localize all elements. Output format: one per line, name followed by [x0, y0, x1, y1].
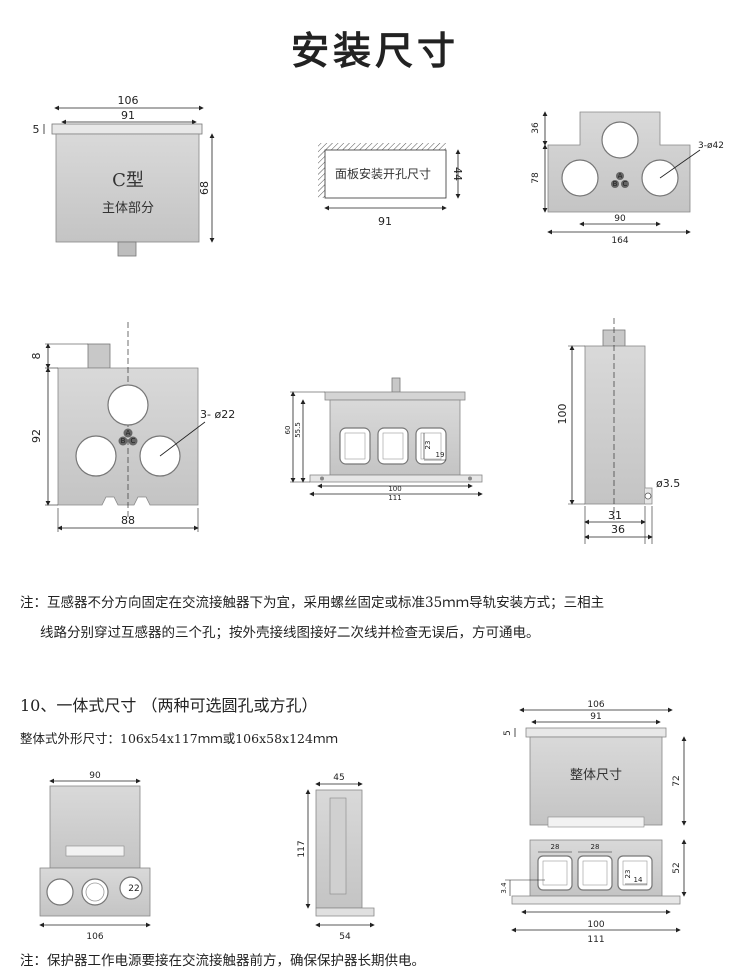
figure-integrated-side: 45 117 54	[297, 773, 375, 942]
dim-90: 90	[89, 771, 101, 781]
installation-note-line-1: 注：互感器不分方向固定在交流接触器下为宜，采用螺丝固定或标准35ｍｍ导轨安装方式…	[20, 595, 605, 611]
dim-90: 90	[614, 214, 626, 224]
dim-91: 91	[590, 712, 601, 722]
dim-100: 100	[556, 404, 569, 425]
dim-28-a: 28	[551, 843, 560, 851]
dim-100: 100	[388, 485, 401, 493]
dim-60: 60	[284, 426, 292, 435]
dim-8: 8	[30, 353, 43, 360]
section-10-subtitle: 整体式外形尺寸：106x54x117ｍｍ或106x58x124ｍｍ	[20, 731, 338, 746]
dim-45: 45	[333, 773, 344, 783]
dim-91: 91	[121, 109, 135, 122]
figure-main-body: 106 91 C型 主体部分 5 68	[33, 94, 215, 257]
phase-b: B	[121, 437, 126, 445]
figure-side-view: ø3.5 100 31 36	[556, 318, 680, 544]
dim-44: 44	[451, 167, 464, 181]
section-10-title: 10、一体式尺寸 （两种可选圆孔或方孔）	[20, 696, 318, 715]
power-supply-note: 注：保护器工作电源要接在交流接触器前方，确保保护器长期供电。	[20, 953, 425, 969]
dim-106: 106	[86, 932, 103, 942]
dim-111: 111	[587, 935, 604, 945]
dim-106: 106	[587, 700, 604, 710]
dim-106: 106	[118, 94, 139, 107]
page-title: 安装尺寸	[290, 29, 459, 73]
installation-note-line-2: 线路分别穿过互感器的三个孔；按外壳接线图接好二次线并检查无误后，方可通电。	[40, 625, 540, 641]
phase-c: C	[623, 180, 628, 188]
figure-integrated-front: 90 22 106	[39, 771, 151, 942]
label-main-part: 主体部分	[102, 201, 154, 216]
dim-55-5: 55.5	[294, 422, 302, 438]
dim-23: 23	[624, 870, 632, 879]
dim-88: 88	[121, 514, 135, 527]
dim-52: 52	[672, 862, 682, 873]
dim-164: 164	[611, 236, 628, 246]
hole-label-22: 22	[128, 884, 139, 894]
figure-rail-view: 23 19 60 55.5 100 111	[284, 377, 483, 502]
dim-91: 91	[378, 215, 392, 228]
dim-5: 5	[503, 730, 513, 736]
dim-68: 68	[198, 181, 211, 195]
installation-note: 注：互感器不分方向固定在交流接触器下为宜，采用螺丝固定或标准35ｍｍ导轨安装方式…	[20, 588, 745, 648]
phase-a: A	[618, 172, 623, 180]
dim-36: 36	[611, 523, 625, 536]
phase-a: A	[126, 429, 131, 437]
dim-28-b: 28	[591, 843, 600, 851]
dim-92: 92	[30, 429, 43, 443]
dim-117: 117	[297, 840, 307, 857]
dim-54: 54	[339, 932, 351, 942]
label-c-type: C型	[112, 170, 144, 191]
dim-23: 23	[424, 441, 432, 450]
dim-36: 36	[531, 122, 541, 134]
figure-panel-cutout: 面板安装开孔尺寸 44 91	[318, 143, 464, 228]
dim-19: 19	[436, 451, 445, 459]
dim-14: 14	[634, 876, 643, 884]
dim-31: 31	[608, 509, 622, 522]
label-overall-size: 整体尺寸	[570, 768, 622, 783]
dim-100: 100	[587, 920, 604, 930]
hole-label-22: 3- ø22	[200, 408, 235, 421]
dim-78: 78	[531, 172, 541, 184]
dim-111: 111	[388, 494, 401, 502]
label-panel-cutout: 面板安装开孔尺寸	[335, 166, 431, 181]
dim-5: 5	[33, 123, 40, 136]
figure-integrated-full: 106 91 整体尺寸 28 28 23 14 3.4 5 72 52 100 …	[500, 700, 687, 945]
hole-label-42: 3-ø42	[698, 141, 724, 151]
figure-three-hole-top: A B C 3-ø42 36 78 90 164	[531, 111, 724, 246]
phase-c: C	[131, 437, 136, 445]
dim-hole-small: 3.4	[500, 882, 508, 894]
dim-3-5: ø3.5	[656, 477, 680, 490]
figure-front-view: A B C 3- ø22 8 92 88	[30, 322, 235, 532]
phase-b: B	[613, 180, 618, 188]
dim-72: 72	[672, 775, 682, 786]
